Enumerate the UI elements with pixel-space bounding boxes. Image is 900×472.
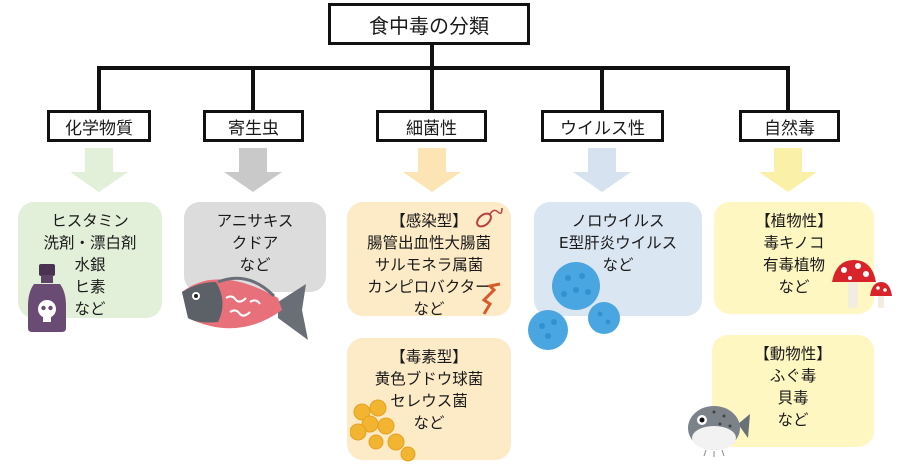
arrow-bacterial <box>403 148 461 192</box>
card-line: 黄色ブドウ球菌 <box>374 370 484 388</box>
card-line: サルモネラ属菌 <box>374 256 484 274</box>
card-line: ヒスタミン <box>51 212 129 230</box>
category-viral: ウイルス性 <box>541 110 664 142</box>
spiral-bacteria-icon <box>481 282 501 315</box>
card-viral: ノロウイルス E型肝炎ウイルス など <box>534 202 702 316</box>
card-line: E型肝炎ウイルス <box>558 234 678 252</box>
category-natural-toxin: 自然毒 <box>739 110 840 142</box>
card-line: など <box>74 300 106 318</box>
arrow-chemical <box>70 148 128 192</box>
category-bacterial: 細菌性 <box>376 110 487 142</box>
card-line: など <box>778 278 810 296</box>
pufferfish-icon <box>688 406 750 457</box>
card-bacterial-infection: 【感染型】 腸管出血性大腸菌 サルモネラ属菌 カンピロバクター など <box>347 202 511 318</box>
card-line: など <box>239 256 271 274</box>
poison-mushroom-icon <box>832 260 892 308</box>
virus-icon <box>528 262 620 350</box>
arrow-parasite <box>224 148 282 192</box>
card-line: など <box>413 414 445 432</box>
card-line: など <box>413 300 445 318</box>
card-parasite: アニサキス クドア など <box>184 202 326 292</box>
card-line: 洗剤・漂白剤 <box>43 234 137 252</box>
fish-icon <box>182 276 308 340</box>
card-line: 【毒素型】 <box>390 348 468 366</box>
card-line: 【動物性】 <box>754 345 832 363</box>
arrow-viral <box>573 148 631 192</box>
card-line: 腸管出血性大腸菌 <box>366 234 491 252</box>
card-line: ヒ素 <box>74 278 106 296</box>
card-line: 貝毒 <box>777 389 809 407</box>
category-parasite: 寄生虫 <box>203 110 304 142</box>
card-line: 毒キノコ <box>763 234 825 252</box>
card-line: 水銀 <box>74 256 106 274</box>
card-line: ノロウイルス <box>571 212 665 230</box>
card-line: 【感染型】 <box>390 212 468 230</box>
card-line: セレウス菌 <box>390 392 468 410</box>
poison-bottle-icon <box>28 264 66 332</box>
card-line: 有毒植物 <box>762 256 825 274</box>
staphylococcus-icon <box>350 399 416 462</box>
card-line: など <box>602 256 634 274</box>
card-line: アニサキス <box>216 212 294 230</box>
diagram-title: 食中毒の分類 <box>328 3 530 45</box>
card-line: ふぐ毒 <box>769 367 817 385</box>
arrow-natural <box>759 148 817 192</box>
card-natural-plant: 【植物性】 毒キノコ 有毒植物 など <box>714 202 874 314</box>
card-line: クドア <box>231 234 279 252</box>
category-chemical: 化学物質 <box>47 110 151 142</box>
card-line: など <box>777 411 809 429</box>
bacteria-icon <box>476 207 503 228</box>
card-line: カンピロバクター <box>367 278 491 296</box>
card-line: 【植物性】 <box>755 212 833 230</box>
